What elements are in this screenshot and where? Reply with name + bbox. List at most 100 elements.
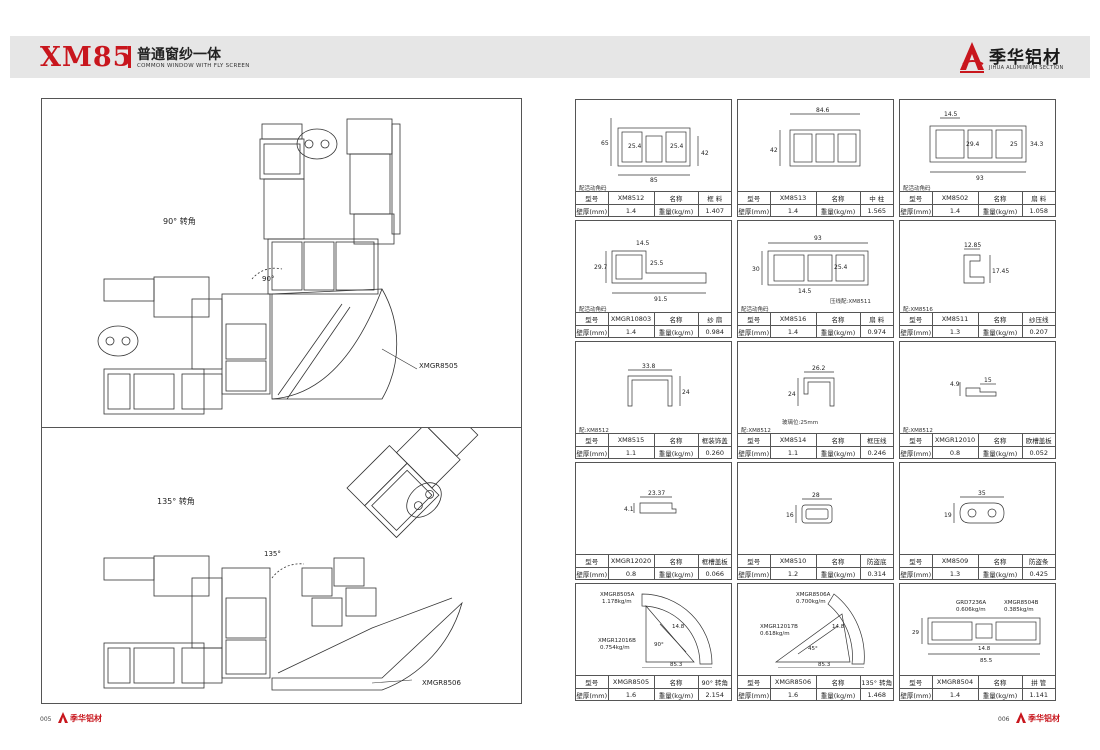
profile-note: 配:XM8512 [903,428,933,434]
svg-text:25.4: 25.4 [628,143,642,150]
svg-text:29.7: 29.7 [594,264,608,271]
profile-drawing: XMGR8505A 1.178kg/m XMGR12016B 0.754kg/m… [598,592,713,668]
svg-text:42: 42 [770,147,778,154]
profile-drawing: XMGR8506A 0.700kg/m XMGR12017B 0.618kg/m… [760,592,865,668]
profile-drawing: 85 65 42 25.4 25.4 [601,118,709,184]
profile-drawing: 35 19 [944,490,1005,524]
svg-text:85.5: 85.5 [980,658,993,664]
angle-135-value: 135° [264,550,281,558]
svg-text:45°: 45° [808,646,818,652]
page-header: XM85 普通窗纱一体 COMMON WINDOW WITH FLY SCREE… [10,36,1090,78]
brand-name-en: JIHUA ALUMINIUM SECTION [989,65,1064,71]
svg-text:24: 24 [682,389,690,396]
footer-logo-icon [1016,712,1026,723]
series-title: 普通窗纱一体 [137,47,221,63]
svg-text:33.8: 33.8 [642,363,656,370]
profile-drawing: 33.8 24 [627,363,690,407]
profile-note: 配:XM8516 [903,307,933,313]
svg-text:85.3: 85.3 [670,662,683,668]
svg-text:25.4: 25.4 [670,143,684,150]
svg-text:25: 25 [1010,141,1018,148]
svg-text:19: 19 [944,512,952,519]
profile-drawing: 23.37 4.1 [624,490,677,514]
svg-text:85.3: 85.3 [818,662,831,668]
svg-text:14.5: 14.5 [798,288,812,295]
svg-text:4.1: 4.1 [624,506,634,513]
svg-text:85: 85 [650,177,658,184]
svg-text:1.178kg/m: 1.178kg/m [602,599,632,605]
profile-drawing: 4.9 15 [950,377,997,397]
svg-text:GRD7236A: GRD7236A [956,600,986,606]
svg-text:12.85: 12.85 [964,242,981,249]
corner-135-drawing: 135° [103,428,479,691]
profile-drawing: 28 16 [786,492,833,524]
profile-note: 配活动角码 [579,186,607,192]
profile-note: 配活动角码 [579,307,607,313]
svg-text:14.8: 14.8 [978,646,991,652]
svg-text:26.2: 26.2 [812,365,826,372]
svg-text:XMGR8505A: XMGR8505A [600,592,635,598]
corner-90-part-tag: XMGR8505 [419,362,458,370]
corner-135-part-tag: XMGR8506 [422,679,461,687]
profile-drawing: 84.6 42 [770,107,861,167]
footer-logo-right: 季华铝材 [1016,712,1062,724]
model-code: XM85 [40,42,133,73]
svg-text:玻璃位:25mm: 玻璃位:25mm [782,418,818,426]
svg-text:XMGR8506A: XMGR8506A [796,592,831,598]
svg-text:35: 35 [978,490,986,497]
svg-text:17.45: 17.45 [992,268,1009,275]
corner-90-label: 90° 转角 [163,217,196,226]
page-number-left: 005 [40,716,52,723]
brand-name: 季华铝材 [989,48,1061,68]
svg-text:0.700kg/m: 0.700kg/m [796,599,826,605]
brand-logo: 季华铝材 JIHUA ALUMINIUM SECTION [957,40,1087,76]
profile-drawing: 26.2 24 玻璃位:25mm [782,365,835,426]
svg-text:14.5: 14.5 [636,240,650,247]
corner-90-drawing: 90° [97,118,418,415]
svg-text:28: 28 [812,492,820,499]
svg-text:29.4: 29.4 [966,141,980,148]
footer-logo-icon [58,712,68,723]
svg-text:14.5: 14.5 [944,111,958,118]
svg-text:24: 24 [788,391,796,398]
corner-135-label: 135° 转角 [157,497,195,506]
profile-drawing: 14.5 29.7 25.5 91.5 [594,240,707,303]
profile-card-xmgr8505: XMGR8505A 1.178kg/m XMGR12016B 0.754kg/m… [575,583,732,701]
svg-text:91.5: 91.5 [654,296,668,303]
svg-text:0.385kg/m: 0.385kg/m [1004,607,1034,613]
page-number-right: 006 [998,716,1010,723]
svg-text:23.37: 23.37 [648,490,665,497]
svg-text:93: 93 [814,235,822,242]
svg-text:14.8: 14.8 [672,624,685,630]
svg-text:84.6: 84.6 [816,107,830,114]
svg-text:42: 42 [701,150,709,157]
corner-drawing-panel: 90° 90° 转角 XMGR8505 [41,98,522,704]
svg-text:34.3: 34.3 [1030,141,1044,148]
panel-divider [42,427,521,428]
angle-90-value: 90° [262,275,274,283]
profile-note: 配:XM8512 [741,428,771,434]
svg-text:93: 93 [976,175,984,182]
profile-drawing: 14.5 93 29.4 25 34.3 [929,111,1044,182]
brand-mark-icon [960,42,984,73]
svg-text:0.754kg/m: 0.754kg/m [600,645,630,651]
svg-text:65: 65 [601,140,609,147]
svg-text:0.606kg/m: 0.606kg/m [956,607,986,613]
svg-text:16: 16 [786,512,794,519]
